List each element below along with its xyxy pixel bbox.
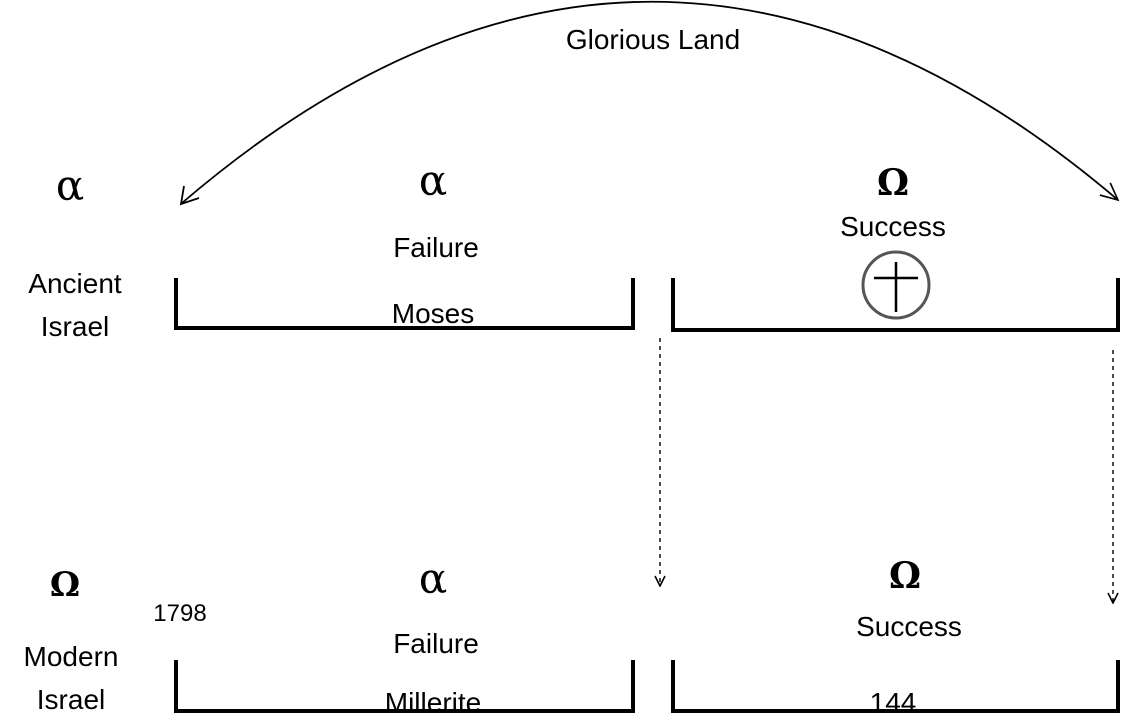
moses-label: Moses <box>392 298 474 329</box>
year-1798-label: 1798 <box>153 600 206 627</box>
modern-first-period-bracket <box>174 660 635 713</box>
ancient-first-alpha-symbol: α <box>419 156 447 205</box>
ancient-israel-label-line2: Israel <box>41 311 109 342</box>
modern-success-label: Success <box>856 611 962 642</box>
label-144: 144 <box>870 687 917 715</box>
modern-failure-label: Failure <box>393 628 479 659</box>
ancient-israel-label-line1: Ancient <box>28 268 122 299</box>
arc-arrowhead-left <box>179 185 200 206</box>
ancient-omega-symbol: Ω <box>877 162 909 204</box>
ancient-alpha-symbol: α <box>56 161 84 210</box>
modern-israel-label-line2: Israel <box>37 684 105 715</box>
glorious-land-arc <box>181 0 1120 204</box>
modern-omega-symbol: Ω <box>50 565 80 605</box>
cross-in-circle-icon <box>861 250 931 320</box>
modern-israel-label-line1: Modern <box>24 641 119 672</box>
millerite-label: Millerite <box>385 687 481 715</box>
ancient-failure-label: Failure <box>393 232 479 263</box>
modern-omega-symbol-right: Ω <box>889 555 921 597</box>
modern-first-alpha-symbol: α <box>419 554 447 603</box>
modern-second-period-bracket <box>671 660 1120 713</box>
glorious-land-label: Glorious Land <box>566 24 740 55</box>
ancient-success-label: Success <box>840 211 946 242</box>
ancient-first-period-bracket <box>174 278 635 330</box>
ancient-second-period-bracket <box>671 278 1120 332</box>
